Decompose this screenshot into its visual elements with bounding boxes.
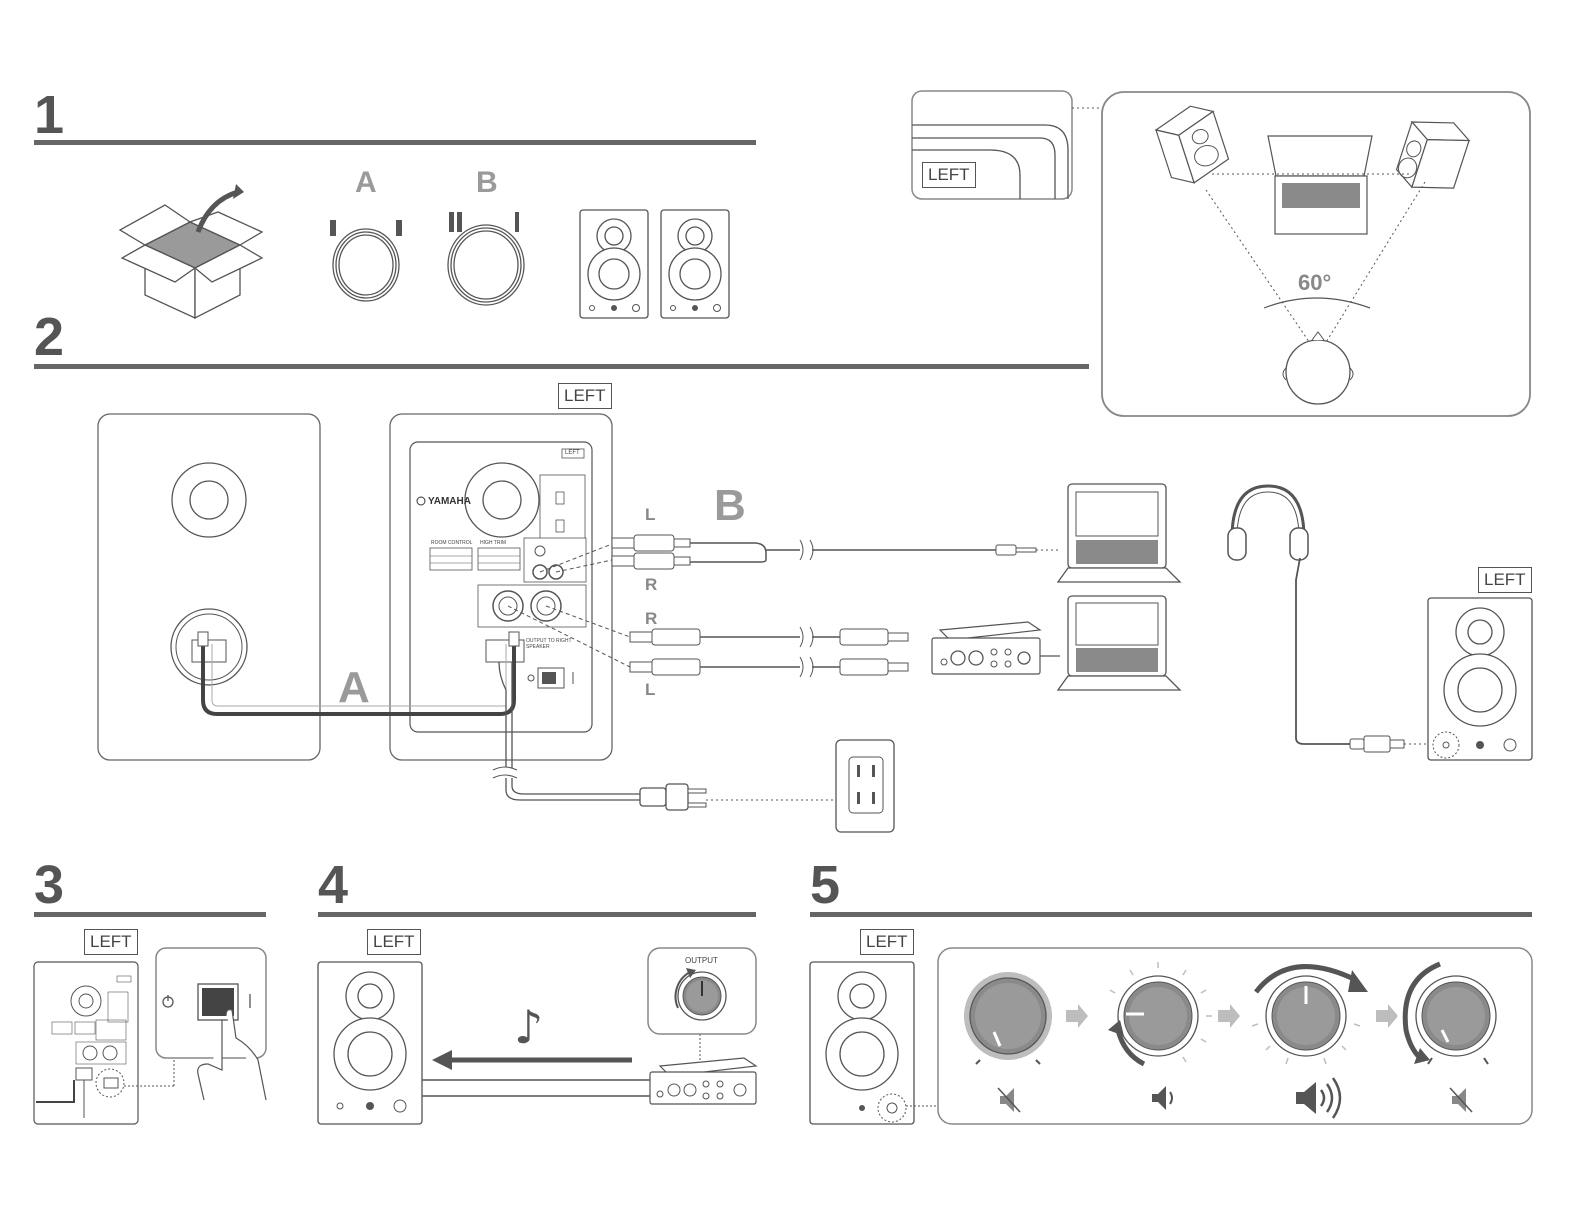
panel-left-tag: LEFT [565,450,580,456]
cable-a-connection-label: A [338,666,370,710]
cable-b-icon [448,212,524,305]
music-note-icon: ♪ [514,1004,543,1050]
step5-left-tag: LEFT [860,929,914,955]
angle-label: 60° [1298,270,1331,296]
box-icon [120,184,262,318]
step4-interface [650,1058,756,1104]
step4-left-tag: LEFT [367,929,421,955]
trs-right-label: R [645,609,657,629]
step2-left-tag: LEFT [558,383,612,409]
cable-b-connection-label: B [714,484,746,528]
room-control-label: ROOM CONTROL [431,540,472,546]
laptop-top [1058,484,1180,582]
left-speaker-rear [390,414,612,760]
brand-label: YAMAHA [428,496,471,507]
step3-left-tag: LEFT [84,929,138,955]
step4-speaker [318,962,422,1124]
cable-b-label: B [476,168,498,198]
speaker-right-icon [661,210,729,318]
speaker-headphone-jack [1428,598,1532,760]
high-trim-label: HIGH TRIM [480,540,506,546]
step3-rear-panel [34,962,174,1124]
audio-interface [932,622,1040,674]
rca-right-label: R [645,575,657,595]
laptop-bottom [1058,596,1180,690]
headphone-left-tag: LEFT [1478,567,1532,593]
cable-a-icon [330,220,402,301]
headphones-icon [1228,486,1308,560]
output-label: OUTPUT [685,956,718,965]
speaker-left-icon [580,210,648,318]
placement-left-tag: LEFT [922,162,976,188]
placement-diagram [1102,92,1530,416]
right-speaker-rear [98,414,320,760]
rca-left-label: L [645,505,655,525]
step3-power-switch [156,948,266,1100]
output-to-label: OUTPUT TO RIGHT SPEAKER [526,638,572,650]
trs-left-label: L [645,680,655,700]
cable-a-label: A [355,168,377,198]
step5-speaker [810,962,938,1124]
